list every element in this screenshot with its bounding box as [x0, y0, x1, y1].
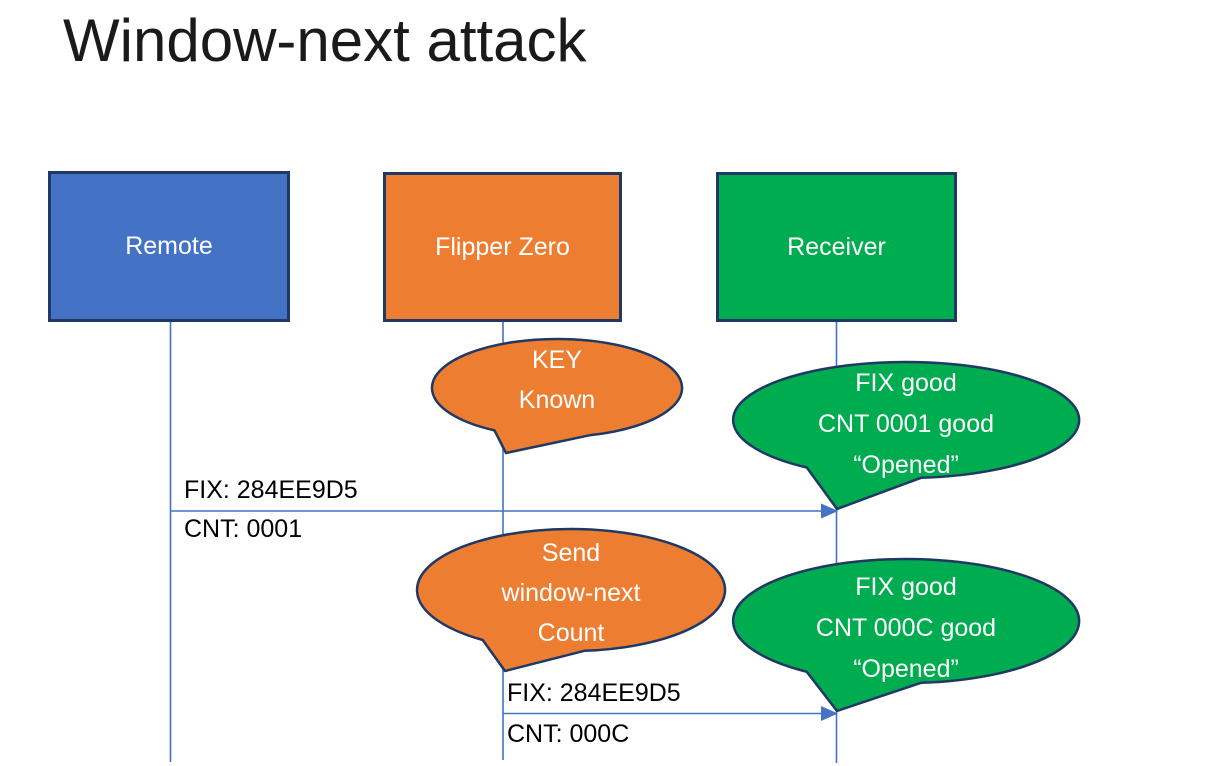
actor-label-remote: Remote	[125, 232, 213, 260]
callout-bubble-opened-first	[731, 360, 1081, 511]
actor-box-flipper-zero: Flipper Zero	[383, 172, 622, 322]
actor-label-receiver: Receiver	[787, 232, 886, 261]
message2-fix-label: FIX: 284EE9D5	[507, 679, 681, 707]
callout-text-key-known: KEY Known	[518, 346, 596, 414]
callout-bubble-opened-second	[731, 557, 1081, 713]
arrowhead-remote-to-receiver	[821, 503, 838, 519]
actor-box-remote: Remote	[48, 171, 290, 322]
actor-box-receiver: Receiver	[716, 172, 957, 322]
page-title: Window-next attack	[63, 7, 587, 74]
message1-fix-label: FIX: 284EE9D5	[184, 476, 358, 504]
callout-text-send-window-next: Send window-next Count	[501, 539, 641, 647]
callout-bubble-key-known	[430, 337, 684, 455]
message2-cnt-label: CNT: 000C	[507, 720, 630, 748]
callout-text-opened-first: FIX good CNT 0001 good “Opened”	[817, 369, 995, 479]
arrowhead-flipper-to-receiver	[821, 706, 838, 721]
callout-text-opened-second: FIX good CNT 000C good “Opened”	[815, 573, 997, 683]
message1-cnt-label: CNT: 0001	[184, 515, 303, 543]
actor-label-flipper-zero: Flipper Zero	[435, 232, 570, 261]
callout-bubble-send-window-next	[415, 527, 727, 673]
